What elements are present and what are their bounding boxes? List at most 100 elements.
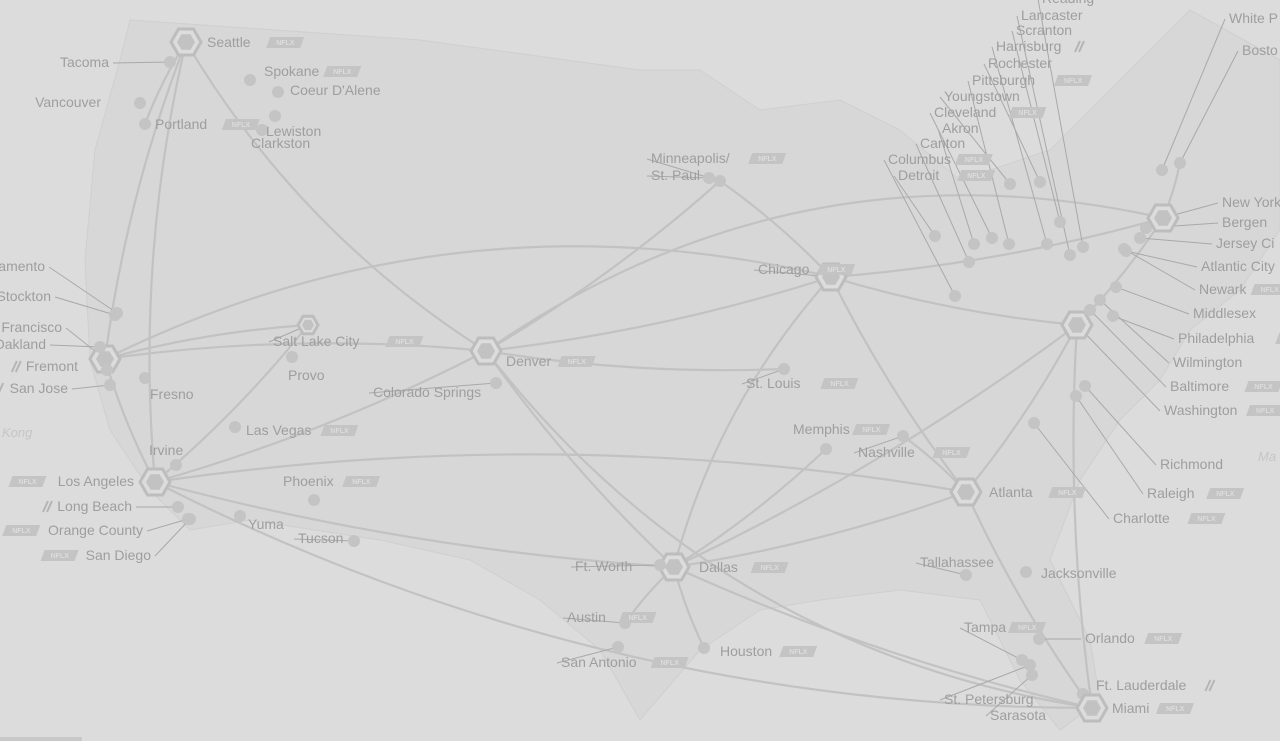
hub-denver-icon[interactable] bbox=[469, 336, 503, 366]
city-label-st-paul[interactable]: St. Paul bbox=[651, 167, 700, 183]
city-label-long-beach[interactable]: Long Beach bbox=[57, 498, 132, 514]
node-clarkston-icon[interactable] bbox=[256, 124, 268, 136]
city-label-detroit[interactable]: Detroit bbox=[898, 167, 939, 183]
city-label-akron[interactable]: Akron bbox=[942, 120, 979, 136]
city-label-chicago[interactable]: Chicago bbox=[758, 261, 810, 277]
node-memphis-icon[interactable] bbox=[820, 443, 832, 455]
city-label-portland[interactable]: Portland bbox=[155, 116, 207, 132]
node-harrisburg-icon[interactable] bbox=[1041, 238, 1053, 250]
hub-los-angeles-icon[interactable] bbox=[138, 467, 172, 497]
city-label-nashville[interactable]: Nashville bbox=[858, 444, 915, 460]
city-label-memphis[interactable]: Memphis bbox=[793, 421, 850, 437]
node-tallahassee-icon[interactable] bbox=[960, 569, 972, 581]
city-label-yuma[interactable]: Yuma bbox=[248, 516, 284, 532]
node-orlando-icon[interactable] bbox=[1033, 633, 1045, 645]
node-lancaster-icon[interactable] bbox=[1064, 249, 1076, 261]
node-scranton-icon[interactable] bbox=[1054, 216, 1066, 228]
city-label-vancouver[interactable]: Vancouver bbox=[35, 94, 101, 110]
node-lewiston-icon[interactable] bbox=[269, 110, 281, 122]
node-portland-icon[interactable] bbox=[139, 118, 151, 130]
node-ft-worth-icon[interactable] bbox=[654, 559, 666, 571]
city-label-fremont[interactable]: Fremont bbox=[26, 358, 78, 374]
city-label-baltimore[interactable]: Baltimore bbox=[1170, 378, 1229, 394]
hub-washington-icon[interactable] bbox=[1060, 310, 1094, 340]
city-label-salt-lake-city[interactable]: Salt Lake City bbox=[273, 333, 359, 349]
city-label-philadelphia[interactable]: Philadelphia bbox=[1178, 330, 1254, 346]
node-oakland-icon[interactable] bbox=[94, 341, 106, 353]
city-label-new-york[interactable]: New York bbox=[1222, 194, 1280, 210]
node-st-paul-icon[interactable] bbox=[703, 172, 715, 184]
node-white-plains-icon[interactable] bbox=[1156, 164, 1168, 176]
node-rochester-icon[interactable] bbox=[1034, 176, 1046, 188]
city-label-richmond[interactable]: Richmond bbox=[1160, 456, 1223, 472]
city-label-san-diego[interactable]: San Diego bbox=[86, 547, 152, 563]
node-akron-icon[interactable] bbox=[968, 238, 980, 250]
city-label-miami[interactable]: Miami bbox=[1112, 700, 1149, 716]
node-stockton-icon[interactable] bbox=[109, 309, 121, 321]
city-label-tucson[interactable]: Tucson bbox=[298, 530, 343, 546]
node-yuma-icon[interactable] bbox=[234, 510, 246, 522]
hub-atlanta-icon[interactable] bbox=[949, 477, 983, 507]
node-long-beach-icon[interactable] bbox=[172, 501, 184, 513]
city-label-dallas[interactable]: Dallas bbox=[699, 559, 738, 575]
city-label-coeur-dalene[interactable]: Coeur D'Alene bbox=[290, 82, 381, 98]
node-san-antonio-icon[interactable] bbox=[612, 641, 624, 653]
node-canton-icon[interactable] bbox=[963, 256, 975, 268]
node-bergen-icon[interactable] bbox=[1140, 222, 1152, 234]
node-st-louis-icon[interactable] bbox=[778, 363, 790, 375]
node-san-jose-icon[interactable] bbox=[104, 379, 116, 391]
city-label-tampa[interactable]: Tampa bbox=[964, 619, 1006, 635]
node-philadelphia-icon[interactable] bbox=[1107, 310, 1119, 322]
node-wilmington-icon[interactable] bbox=[1094, 294, 1106, 306]
city-label-sacramento[interactable]: ramento bbox=[0, 258, 45, 274]
city-label-phoenix[interactable]: Phoenix bbox=[283, 473, 334, 489]
node-nashville-icon[interactable] bbox=[897, 430, 909, 442]
city-label-white-plains[interactable]: White P bbox=[1229, 10, 1278, 26]
city-label-spokane[interactable]: Spokane bbox=[264, 63, 319, 79]
node-fresno-icon[interactable] bbox=[139, 372, 151, 384]
node-minneapolis-icon[interactable] bbox=[714, 175, 726, 187]
city-label-jersey-city[interactable]: Jersey Ci bbox=[1216, 235, 1274, 251]
city-label-cleveland[interactable]: Cleveland bbox=[934, 104, 996, 120]
hub-salt-lake-city-icon[interactable] bbox=[296, 314, 320, 336]
hub-miami-icon[interactable] bbox=[1075, 693, 1109, 723]
node-middlesex-icon[interactable] bbox=[1110, 281, 1122, 293]
city-label-boston[interactable]: Bosto bbox=[1242, 42, 1278, 58]
city-label-houston[interactable]: Houston bbox=[720, 643, 772, 659]
node-provo-icon[interactable] bbox=[286, 351, 298, 363]
node-coeur-dalene-icon[interactable] bbox=[272, 86, 284, 98]
city-label-orlando[interactable]: Orlando bbox=[1085, 630, 1135, 646]
city-label-lewiston[interactable]: Lewiston bbox=[266, 123, 321, 139]
city-label-wilmington[interactable]: Wilmington bbox=[1173, 354, 1242, 370]
node-san-diego-icon[interactable] bbox=[184, 513, 196, 525]
node-raleigh-icon[interactable] bbox=[1070, 390, 1082, 402]
node-houston-icon[interactable] bbox=[698, 642, 710, 654]
node-colorado-springs-icon[interactable] bbox=[490, 377, 502, 389]
city-label-clarkston[interactable]: Clarkston bbox=[251, 135, 310, 151]
city-label-colorado-springs[interactable]: Colorado Springs bbox=[373, 384, 481, 400]
hub-new-york-icon[interactable] bbox=[1146, 203, 1180, 233]
city-label-san-jose[interactable]: San Jose bbox=[10, 380, 69, 396]
node-vancouver-icon[interactable] bbox=[134, 97, 146, 109]
node-cleveland-icon[interactable] bbox=[986, 232, 998, 244]
city-label-stockton[interactable]: Stockton bbox=[0, 288, 51, 304]
node-sarasota-icon[interactable] bbox=[1026, 669, 1038, 681]
city-label-tacoma[interactable]: Tacoma bbox=[60, 54, 109, 70]
node-tacoma-icon[interactable] bbox=[164, 56, 176, 68]
city-label-provo[interactable]: Provo bbox=[288, 367, 325, 383]
city-label-canton[interactable]: Canton bbox=[920, 135, 965, 151]
city-label-orange-county[interactable]: Orange County bbox=[48, 522, 143, 538]
city-label-middlesex[interactable]: Middlesex bbox=[1193, 305, 1256, 321]
node-detroit-icon[interactable] bbox=[929, 230, 941, 242]
node-tucson-icon[interactable] bbox=[348, 535, 360, 547]
hub-san-francisco-icon[interactable] bbox=[88, 344, 122, 374]
city-label-oakland[interactable]: Oakland bbox=[0, 336, 46, 352]
node-youngstown-icon[interactable] bbox=[1004, 178, 1016, 190]
node-jacksonville-icon[interactable] bbox=[1020, 566, 1032, 578]
city-label-tallahassee[interactable]: Tallahassee bbox=[920, 554, 994, 570]
city-label-scranton[interactable]: Scranton bbox=[1016, 22, 1072, 38]
node-st-petersburg-icon[interactable] bbox=[1024, 659, 1036, 671]
city-label-fresno[interactable]: Fresno bbox=[150, 386, 194, 402]
city-label-atlanta[interactable]: Atlanta bbox=[989, 484, 1033, 500]
city-label-san-francisco[interactable]: Francisco bbox=[1, 319, 62, 335]
